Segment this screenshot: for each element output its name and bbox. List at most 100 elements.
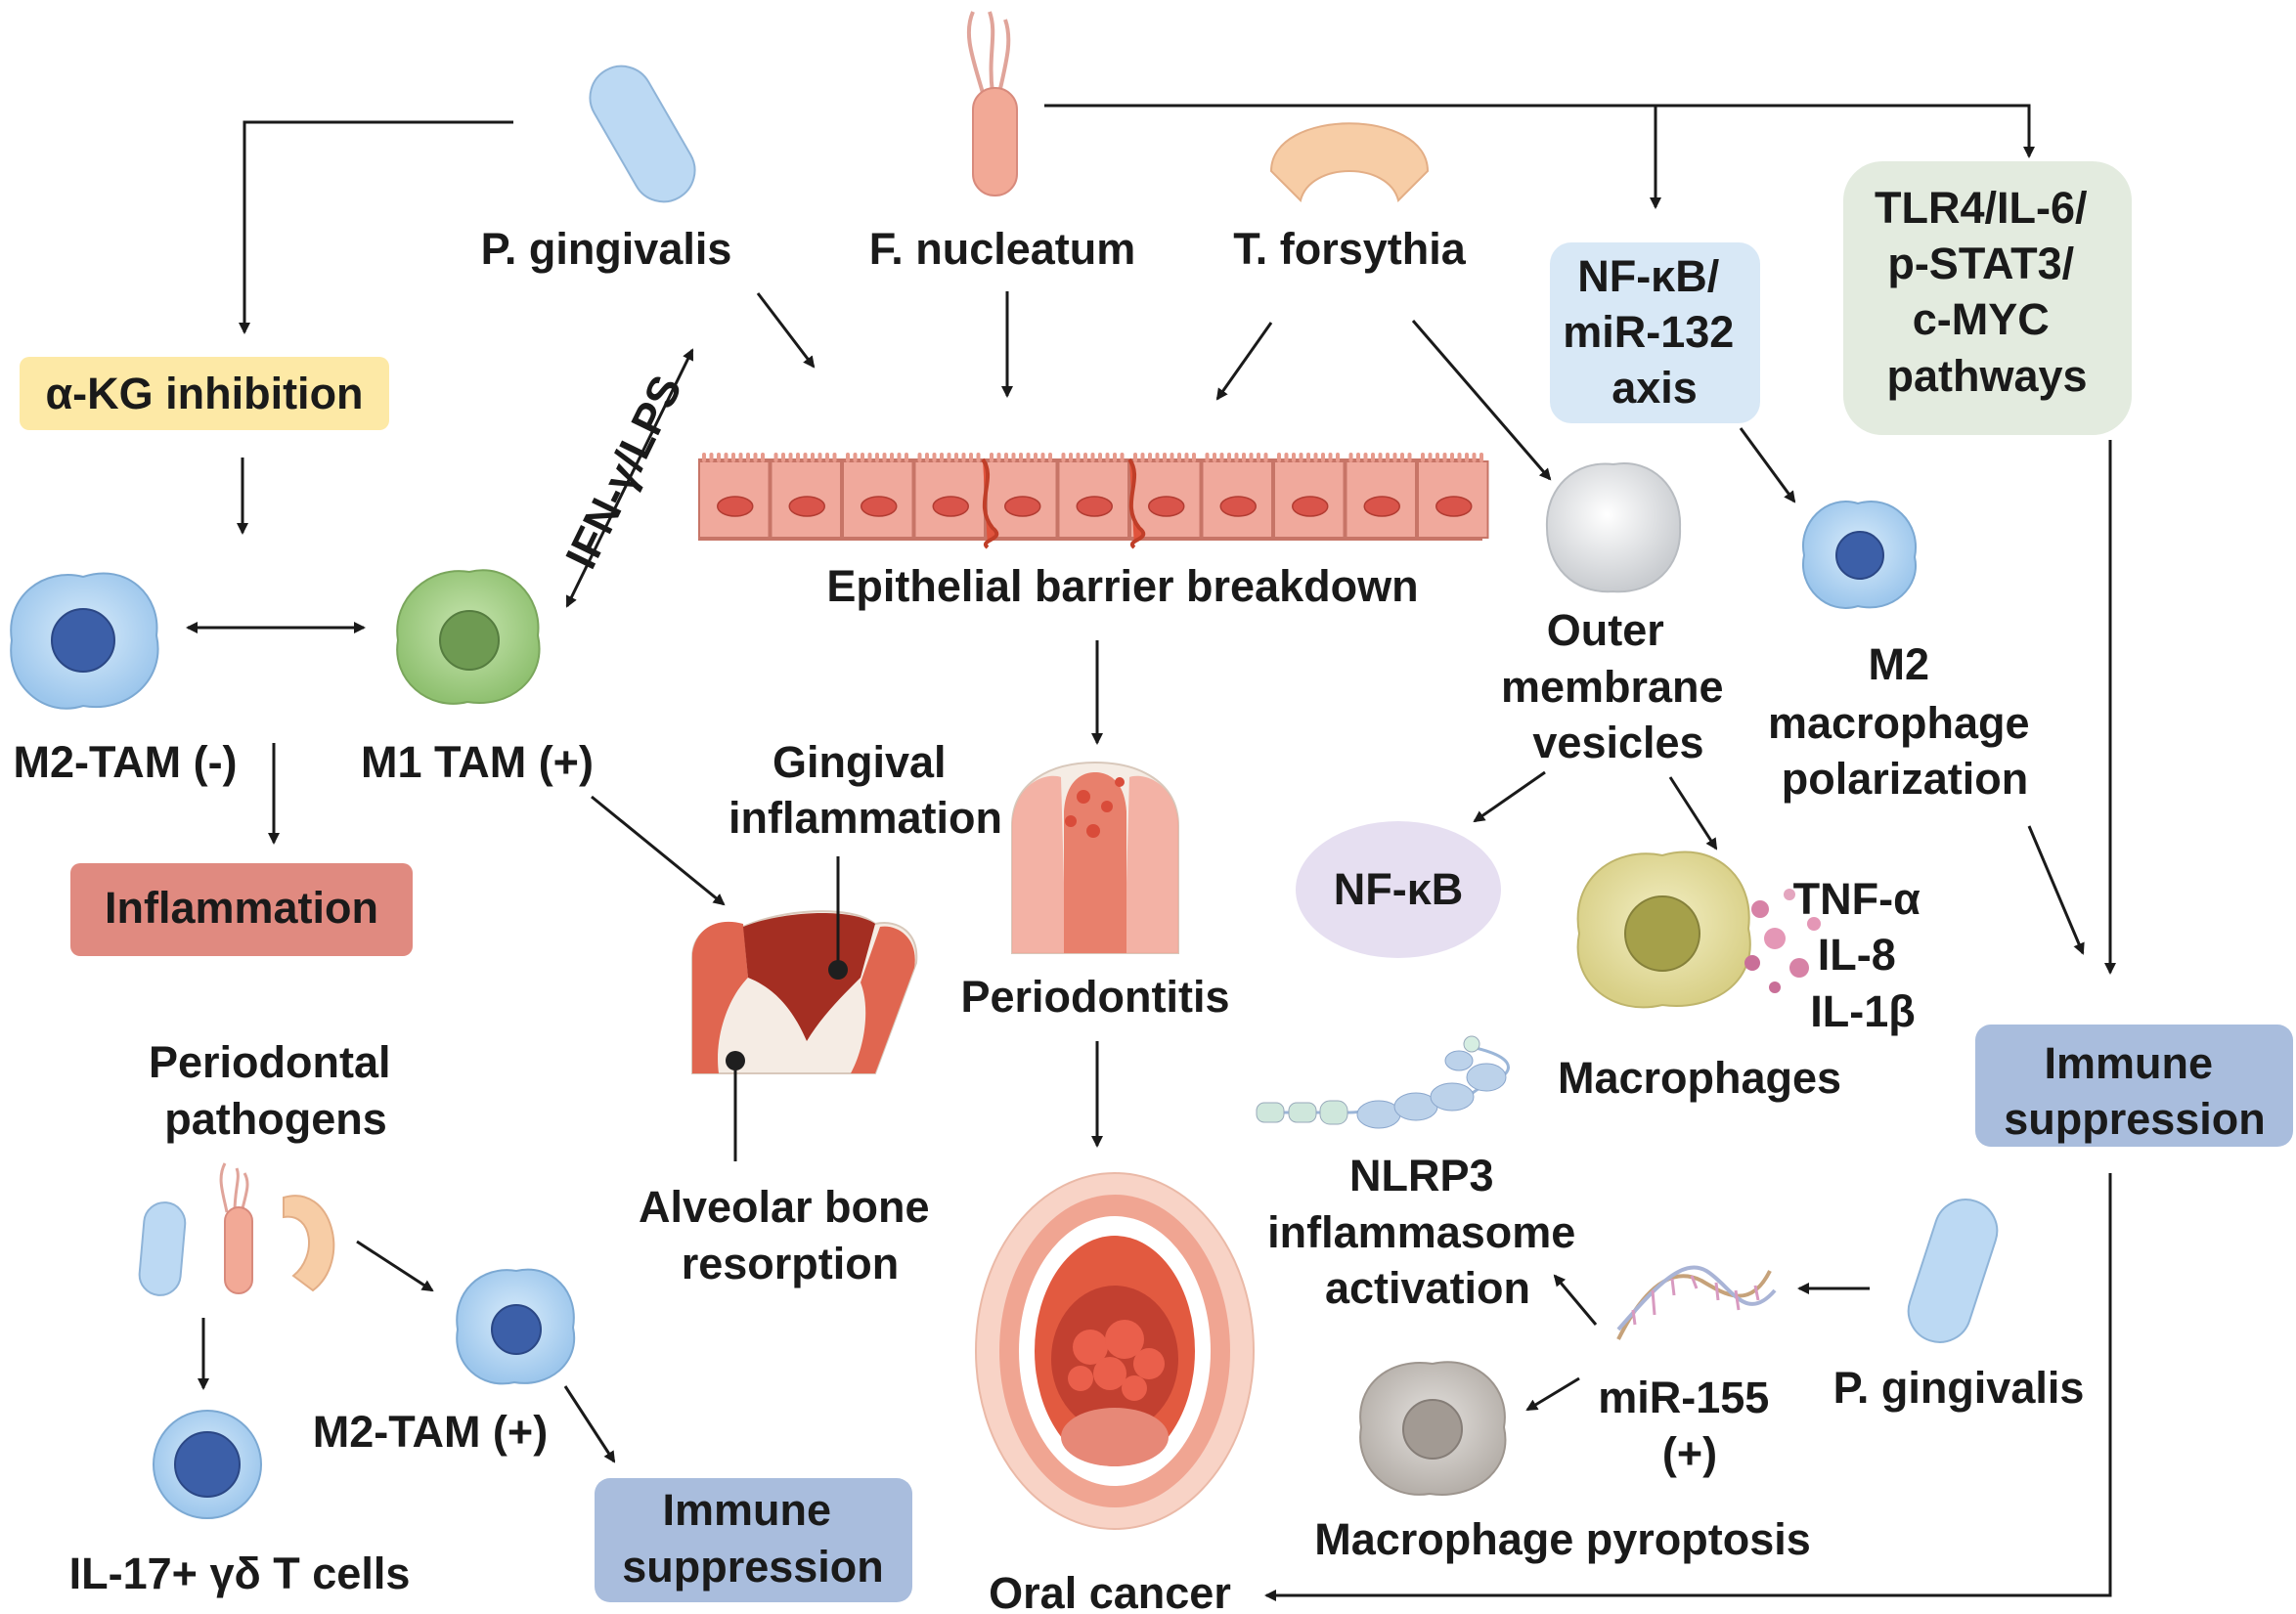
- macrophage-pyroptosis-label: Macrophage pyroptosis: [1314, 1514, 1811, 1564]
- microvillus: [1177, 453, 1181, 462]
- microvillus: [731, 453, 735, 462]
- tlr4-pathways-label: TLR4/IL-6/ p-STAT3/ c-MYC pathways: [1875, 183, 2099, 401]
- nlrp3-label: NLRP3 inflammasome activation: [1267, 1151, 1588, 1313]
- microvillus: [1090, 453, 1095, 462]
- arrow-m1-to-bone: [591, 795, 726, 906]
- epithelial-cell-nucleus: [861, 496, 898, 517]
- microvillus: [1465, 453, 1469, 462]
- microvillus: [932, 453, 937, 462]
- m2-polarization-label: M2 macrophage polarization: [1768, 639, 2042, 804]
- microvillus: [746, 453, 750, 462]
- microvillus: [1011, 453, 1016, 462]
- microvillus: [1098, 453, 1102, 462]
- microvillus: [1213, 453, 1216, 462]
- epithelial-barrier-label: Epithelial barrier breakdown: [826, 561, 1418, 611]
- microvillus: [773, 453, 778, 462]
- microvillus: [969, 453, 973, 462]
- m1-tam-positive-label: M1 TAM (+): [361, 737, 594, 787]
- m2-tam-positive-label: M2-TAM (+): [313, 1407, 548, 1457]
- microvillus: [1257, 453, 1260, 462]
- microvillus: [990, 453, 993, 462]
- epithelial-cell-nucleus: [1004, 496, 1041, 517]
- microvillus: [724, 453, 729, 462]
- microvillus: [882, 453, 887, 462]
- microvillus: [1242, 453, 1246, 462]
- microvillus: [1336, 453, 1340, 462]
- microvillus: [1148, 453, 1152, 462]
- microvillus: [1328, 453, 1333, 462]
- alveolar-bone-resorption-label: Alveolar bone resorption: [639, 1182, 942, 1288]
- microvillus: [1428, 453, 1433, 462]
- arrow-m1-to-pg-bidirectional: [565, 348, 694, 608]
- m2-tam-negative-label: M2-TAM (-): [13, 737, 237, 787]
- microvillus: [1321, 453, 1325, 462]
- t-forsythia-label: T. forsythia: [1233, 224, 1467, 274]
- microvillus: [947, 453, 951, 462]
- cytokines-label: TNF-α IL-8 IL-1β: [1793, 874, 1933, 1036]
- microvillus: [1120, 453, 1125, 462]
- epithelial-cell-nucleus: [1292, 496, 1329, 517]
- outer-membrane-vesicles-label: Outer membrane vesicles: [1501, 605, 1736, 767]
- microvillus: [1040, 453, 1045, 462]
- microvillus: [1004, 453, 1008, 462]
- microvillus: [738, 453, 743, 462]
- microvillus: [825, 453, 829, 462]
- arrow-vesicles-to-macrophages: [1668, 776, 1718, 851]
- epithelial-cell-nucleus: [1148, 496, 1185, 517]
- microvillus: [1234, 453, 1239, 462]
- microvillus: [1472, 453, 1477, 462]
- microvillus: [1284, 453, 1289, 462]
- pointer-dot-gingival: [828, 960, 848, 980]
- microvillus: [940, 453, 944, 462]
- akg-inhibition-box: [20, 357, 389, 430]
- outer-membrane-vesicle-icon: [1545, 462, 1682, 593]
- microvillus: [1292, 453, 1296, 462]
- il17-gamma-delta-t-cell-icon: [153, 1410, 262, 1519]
- immune-suppression-right-label: Immune suppression: [2004, 1038, 2266, 1144]
- microvillus: [1378, 453, 1383, 462]
- microvillus: [1034, 453, 1038, 462]
- arrow-m2tam-to-immune: [563, 1385, 616, 1463]
- nfkb-mir132-box: [1550, 242, 1760, 423]
- microvillus: [1026, 453, 1031, 462]
- microvillus: [925, 453, 929, 462]
- microvillus: [1170, 453, 1174, 462]
- microvillus: [1140, 453, 1145, 462]
- microvillus: [1019, 453, 1023, 462]
- microvillus: [875, 453, 879, 462]
- alveolar-bone-gingiva-icon: [691, 910, 918, 1074]
- gingival-inflammation-label: Gingival inflammation: [729, 737, 1002, 843]
- pointer-dot-alveolar: [726, 1051, 745, 1070]
- microvillus: [1371, 453, 1375, 462]
- arrow-m2-to-immune: [2027, 825, 2085, 955]
- epithelial-cell-nucleus: [1363, 496, 1400, 517]
- periodontal-pathogens-label: Periodontal pathogens: [149, 1037, 403, 1144]
- inflammation-box: [70, 863, 413, 956]
- microvillus: [1227, 453, 1231, 462]
- microvillus: [961, 453, 966, 462]
- microvillus: [1348, 453, 1353, 462]
- p-gingivalis-rod-icon: [589, 65, 696, 203]
- microvillus: [1155, 453, 1160, 462]
- f-nucleatum-label: F. nucleatum: [869, 224, 1136, 274]
- microvillus: [846, 453, 850, 462]
- microvillus: [890, 453, 894, 462]
- mir155-label: miR-155 (+): [1598, 1373, 1782, 1478]
- f-nucleatum-flagellated-icon: [966, 11, 1018, 196]
- microvillus: [1069, 453, 1073, 462]
- microvillus: [761, 453, 765, 462]
- microvillus: [1219, 453, 1224, 462]
- oral-cancer-mouth-icon: [975, 1172, 1255, 1530]
- arrow-to-akg: [239, 120, 513, 334]
- epithelial-cell-nucleus: [1435, 496, 1473, 517]
- nfkb-mir132-label: NF-κB/ miR-132 axis: [1563, 251, 1746, 413]
- nfkb-ellipse: [1296, 821, 1501, 958]
- microvillus: [811, 453, 815, 462]
- microvillus: [832, 453, 837, 462]
- microvillus: [1306, 453, 1310, 462]
- nfkb-label: NF-κB: [1334, 864, 1464, 914]
- microvillus: [1392, 453, 1397, 462]
- microvillus: [1105, 453, 1110, 462]
- microvillus: [976, 453, 981, 462]
